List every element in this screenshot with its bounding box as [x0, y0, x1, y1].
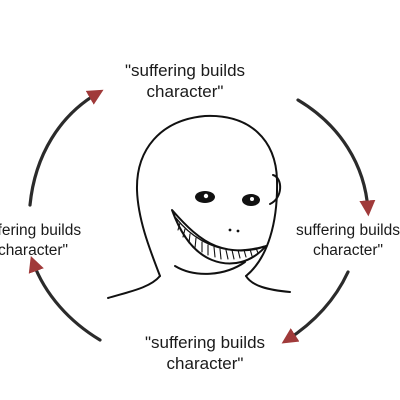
teeth [177, 222, 259, 260]
nostril-left [228, 228, 232, 232]
caption-right: suffering builds character" [296, 222, 400, 259]
left-shoulder [107, 275, 161, 299]
caption-left: uffering builds character" [0, 222, 82, 259]
caption-bottom: "suffering builds character" [144, 333, 266, 373]
arrow-arc-bottom-right [281, 270, 350, 344]
arrow-arc-top-left [28, 89, 104, 207]
right-shoulder [245, 275, 291, 293]
arrow-arc-bottom-left [28, 255, 102, 342]
nostril-right [236, 229, 240, 233]
caption-top: "suffering builds character" [124, 61, 246, 101]
chin-line [174, 261, 246, 275]
arrow-arc-top-right [296, 98, 376, 217]
ear [269, 174, 282, 205]
head-outline [135, 114, 279, 277]
grinning-wojak-face-icon [107, 114, 291, 299]
